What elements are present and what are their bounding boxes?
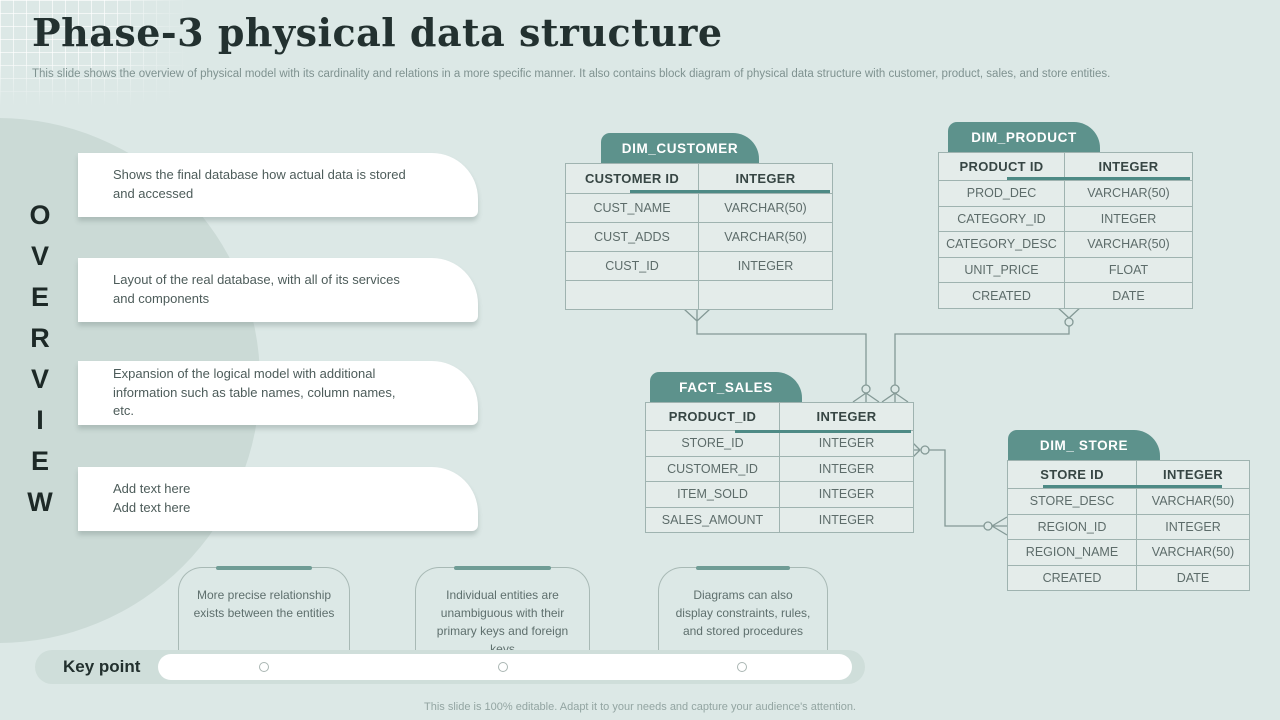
table-cell: UNIT_PRICE: [938, 256, 1065, 284]
overview-item-4: Add text here Add text here: [78, 467, 478, 531]
entity-title: DIM_PRODUCT: [971, 129, 1077, 145]
header-accent-line: [630, 190, 830, 193]
table-cell: STORE_ID: [645, 430, 780, 457]
table-cell: VARCHAR(50): [698, 193, 833, 223]
entity-dim-customer: DIM_CUSTOMER CUSTOMER ID INTEGER CUST_NA…: [565, 133, 833, 310]
column-header: STORE ID: [1007, 460, 1137, 489]
table-cell: CATEGORY_DESC: [938, 231, 1065, 258]
table-cell: INTEGER: [779, 481, 914, 508]
timeline-dot: [259, 662, 269, 672]
overview-item-2: Layout of the real database, with all of…: [78, 258, 478, 322]
overview-vertical-label: OVERVIEW: [25, 200, 55, 528]
column-header: PRODUCT ID: [938, 152, 1065, 181]
table-cell: CUST_ADDS: [565, 222, 699, 252]
column-header: INTEGER: [779, 402, 914, 431]
table-cell: SALES_AMOUNT: [645, 506, 780, 533]
table-cell: INTEGER: [779, 455, 914, 482]
key-point-box-3: Diagrams can also display constraints, r…: [658, 566, 828, 662]
table-cell: VARCHAR(50): [1136, 539, 1250, 566]
footer-note: This slide is 100% editable. Adapt it to…: [424, 701, 856, 713]
overview-item-1: Shows the final database how actual data…: [78, 153, 478, 217]
table-cell: DATE: [1136, 564, 1250, 591]
table-cell: VARCHAR(50): [1064, 180, 1193, 207]
header-accent-line: [735, 430, 911, 433]
key-point-bar: Key point: [35, 650, 865, 684]
entity-title-tab: DIM_PRODUCT: [948, 122, 1100, 152]
table-cell: CATEGORY_ID: [938, 205, 1065, 233]
column-header: INTEGER: [1136, 460, 1250, 489]
timeline-dot: [737, 662, 747, 672]
column-header: INTEGER: [1064, 152, 1193, 181]
table-cell: CREATED: [938, 282, 1065, 309]
table-cell: CUST_ID: [565, 251, 699, 281]
table-cell: INTEGER: [779, 430, 914, 457]
table-cell: [565, 280, 699, 310]
table-cell: INTEGER: [698, 251, 833, 281]
overview-item-3: Expansion of the logical model with addi…: [78, 361, 478, 425]
entity-title: FACT_SALES: [679, 379, 773, 395]
table-cell: ITEM_SOLD: [645, 481, 780, 508]
entity-title-tab: DIM_ STORE: [1008, 430, 1160, 460]
key-point-label: Key point: [63, 657, 141, 676]
table-cell: REGION_ID: [1007, 513, 1137, 540]
entity-title-tab: DIM_CUSTOMER: [601, 133, 759, 163]
entity-title: DIM_CUSTOMER: [621, 140, 739, 156]
table-cell: INTEGER: [779, 506, 914, 533]
header-accent-line: [1043, 485, 1222, 488]
key-point-box-2: Individual entities are unambiguous with…: [415, 566, 590, 662]
page-subtitle: This slide shows the overview of physica…: [32, 68, 1111, 80]
page-title: Phase-3 physical data structure: [32, 10, 723, 55]
key-point-box-1: More precise relationship exists between…: [178, 566, 350, 662]
table-cell: INTEGER: [1064, 205, 1193, 233]
table-cell: VARCHAR(50): [698, 222, 833, 252]
column-header: INTEGER: [698, 163, 833, 194]
entity-title-tab: FACT_SALES: [650, 372, 802, 402]
column-header: PRODUCT_ID: [645, 402, 780, 431]
table-cell: [698, 280, 833, 310]
column-header: CUSTOMER ID: [565, 163, 699, 194]
table-cell: REGION_NAME: [1007, 539, 1137, 566]
table-cell: STORE_DESC: [1007, 488, 1137, 515]
timeline-dot: [498, 662, 508, 672]
table-cell: VARCHAR(50): [1136, 488, 1250, 515]
table-cell: VARCHAR(50): [1064, 231, 1193, 258]
header-accent-line: [1007, 177, 1190, 180]
table-cell: FLOAT: [1064, 256, 1193, 284]
entity-title: DIM_ STORE: [1039, 437, 1129, 453]
table-cell: CUST_NAME: [565, 193, 699, 223]
table-cell: PROD_DEC: [938, 180, 1065, 207]
table-cell: CREATED: [1007, 564, 1137, 591]
table-cell: DATE: [1064, 282, 1193, 309]
table-cell: CUSTOMER_ID: [645, 455, 780, 482]
grid-pattern-decoration: [0, 0, 192, 108]
table-cell: INTEGER: [1136, 513, 1250, 540]
